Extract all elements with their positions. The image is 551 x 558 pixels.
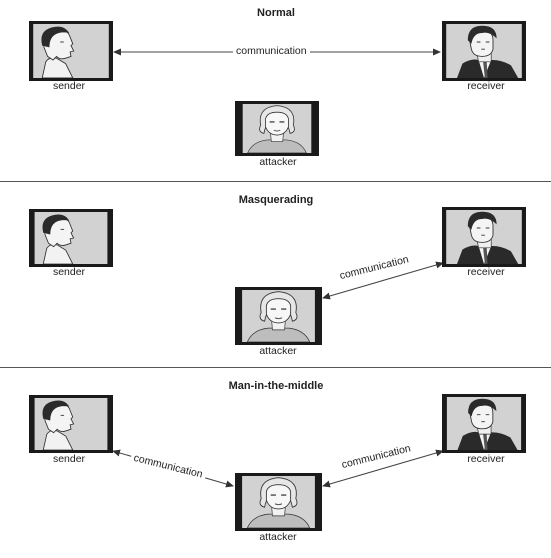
receiver-portrait	[442, 394, 526, 453]
panel-title-man-in-the-middle: Man-in-the-middle	[228, 380, 324, 392]
receiver-portrait	[442, 207, 526, 267]
panel-divider	[0, 367, 551, 368]
receiver-label: receiver	[467, 266, 505, 278]
sender-portrait	[29, 395, 113, 453]
sender-portrait	[29, 21, 113, 81]
sender-label: sender	[52, 80, 86, 92]
attacker-portrait	[235, 287, 322, 345]
communication-label: communication	[233, 45, 310, 57]
panel-title-masquerading: Masquerading	[238, 194, 314, 206]
attacker-label: attacker	[259, 531, 297, 543]
sender-label: sender	[52, 266, 86, 278]
attacker-label: attacker	[259, 345, 297, 357]
receiver-portrait	[442, 21, 526, 81]
communication-label: communication	[129, 451, 207, 482]
communication-label: communication	[337, 441, 415, 472]
panel-title-normal: Normal	[257, 7, 295, 19]
attacker-portrait	[235, 101, 319, 156]
attacker-label: attacker	[259, 156, 297, 168]
communication-label: communication	[335, 252, 413, 283]
receiver-label: receiver	[467, 453, 505, 465]
sender-label: sender	[52, 453, 86, 465]
sender-portrait	[29, 209, 113, 267]
panel-divider	[0, 181, 551, 182]
attacker-portrait	[235, 473, 322, 531]
receiver-label: receiver	[467, 80, 505, 92]
